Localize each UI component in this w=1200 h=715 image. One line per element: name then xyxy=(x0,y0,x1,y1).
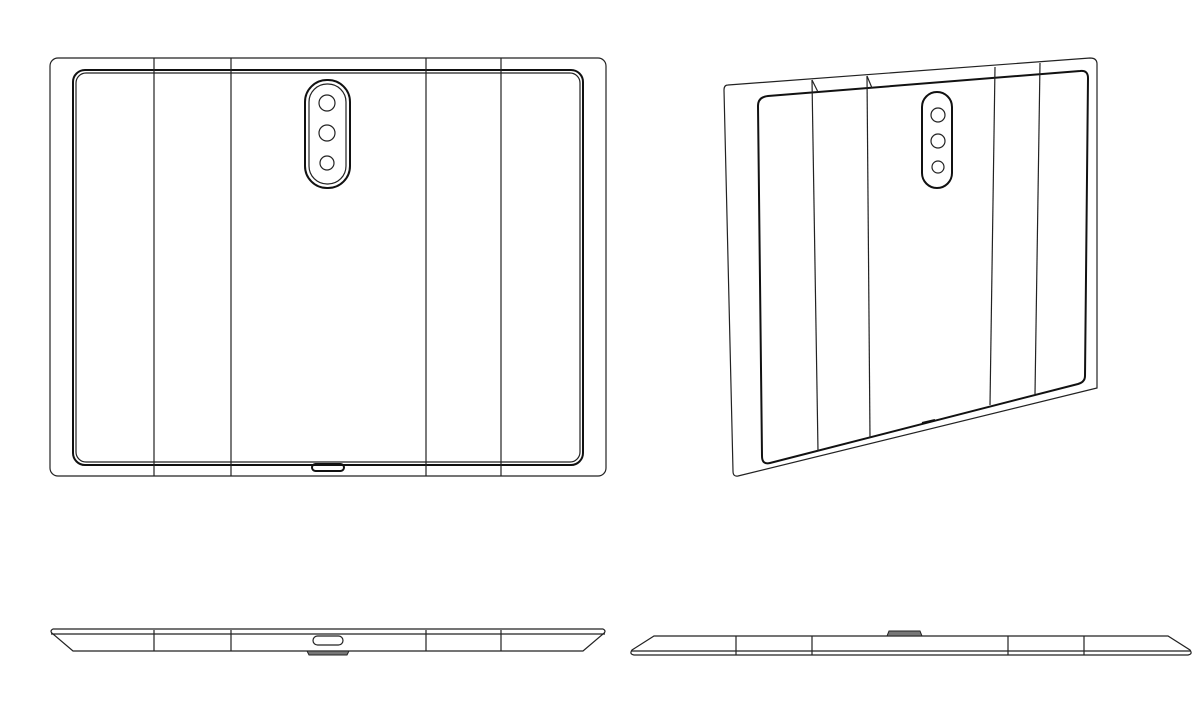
bottom-view-body xyxy=(50,628,606,652)
top-view xyxy=(630,630,1192,656)
rear-view xyxy=(49,57,607,477)
charging-port-icon xyxy=(311,463,345,472)
top-hinge-tab xyxy=(886,630,923,637)
perspective-inner-panel xyxy=(756,69,1090,465)
perspective-view xyxy=(723,57,1098,477)
top-view-body xyxy=(630,635,1192,656)
rear-inner-panel xyxy=(72,69,584,466)
perspective-camera-module-icon xyxy=(921,91,953,189)
bottom-view xyxy=(50,628,606,656)
perspective-fold-bands xyxy=(811,62,1041,452)
bottom-port-icon xyxy=(312,635,344,646)
camera-module-icon xyxy=(304,79,351,189)
rear-fold-bands xyxy=(153,58,502,476)
bottom-hinge-tab xyxy=(306,650,350,656)
rear-outer-frame xyxy=(49,57,607,477)
perspective-outer-frame xyxy=(723,57,1098,477)
perspective-port-icon xyxy=(921,419,936,424)
